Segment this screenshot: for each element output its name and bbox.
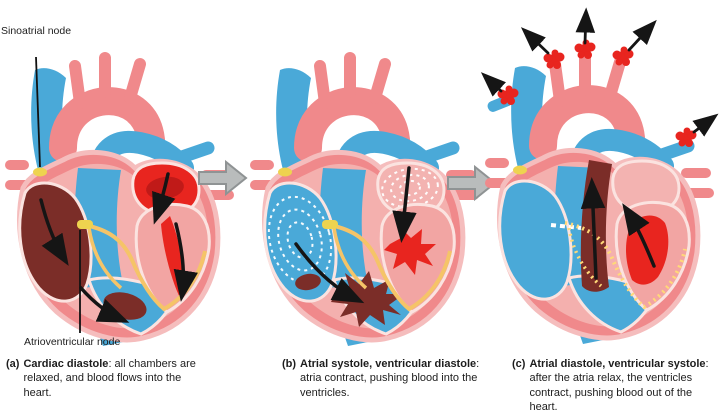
right-atrium-blood-remnant xyxy=(295,273,321,291)
caption-a-text: Cardiac diastole: all chambers are relax… xyxy=(23,358,196,399)
caption-c: (c) Atrial diastole, ventricular systole… xyxy=(512,357,716,414)
caption-b: (b) Atrial systole, ventricular diastole… xyxy=(282,357,486,400)
conduction-branch-active xyxy=(567,227,603,288)
sinoatrial-node-dot xyxy=(513,165,527,175)
heart-panel-c xyxy=(485,56,714,344)
blood-flow-arrows xyxy=(294,166,417,304)
caption-c-id: (c) xyxy=(512,358,526,370)
heart-panel-b xyxy=(250,58,479,346)
hearts-illustration xyxy=(0,7,720,360)
blood-flow-arrows xyxy=(580,177,656,280)
atrioventricular-node-label: Atrioventricular node xyxy=(24,336,121,348)
caption-row: (a) Cardiac diastole: all chambers are r… xyxy=(0,357,720,416)
sinoatrial-node-label: Sinoatrial node xyxy=(1,25,72,37)
sinoatrial-pointer-line xyxy=(35,56,41,168)
caption-b-text: Atrial systole, ventricular diastole: at… xyxy=(300,358,480,399)
heart-panel-a xyxy=(5,58,234,346)
conduction-branch xyxy=(87,227,123,290)
caption-a-id: (a) xyxy=(6,358,20,370)
sinoatrial-node-dot xyxy=(33,167,47,177)
oxygenated-blood-splash xyxy=(384,226,436,275)
conduction-pathway xyxy=(329,223,452,312)
atrioventricular-node-dot xyxy=(322,220,338,229)
atrioventricular-node-dot xyxy=(77,220,93,229)
caption-a: (a) Cardiac diastole: all chambers are r… xyxy=(6,357,202,400)
sinoatrial-node-dot xyxy=(278,167,292,177)
ejection-arrows xyxy=(480,7,719,137)
caption-b-id: (b) xyxy=(282,358,297,370)
caption-c-text: Atrial diastole, ventricular systole: af… xyxy=(529,358,709,413)
blood-flow-arrows xyxy=(39,172,198,323)
